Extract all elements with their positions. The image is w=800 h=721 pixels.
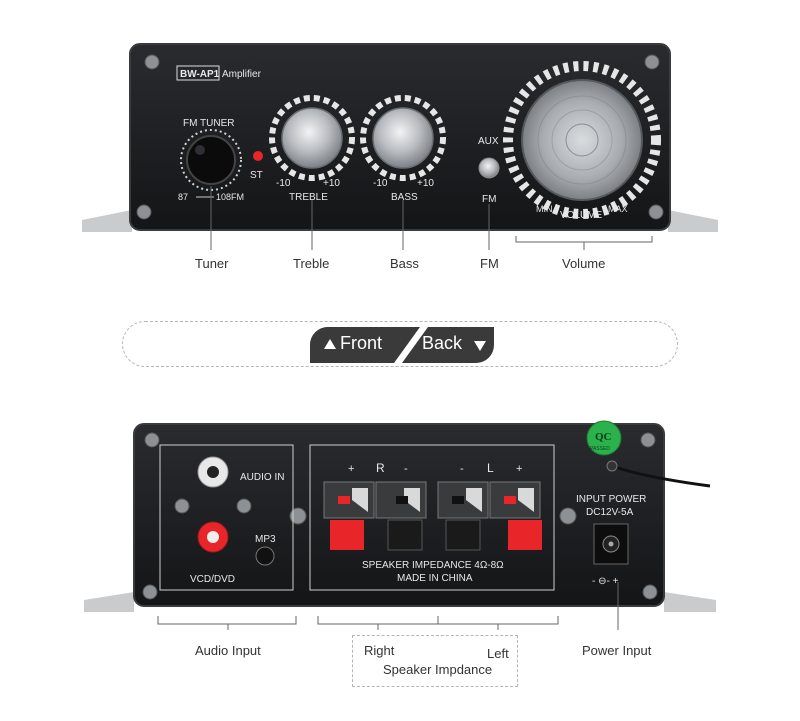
front-left-foot <box>82 210 132 232</box>
volume-tick-ring <box>503 61 661 219</box>
bass-label: BASS <box>391 192 418 203</box>
audio-input-frame <box>159 444 294 591</box>
volume-max: MAX <box>608 204 628 214</box>
aux-fm-switch[interactable] <box>478 157 500 179</box>
r-minus-clip <box>387 519 423 551</box>
r-minus-label: - <box>404 463 408 475</box>
tuner-scale-max: 108FM <box>216 192 244 202</box>
callout-volume: Volume <box>562 256 606 271</box>
front-screws <box>136 54 664 220</box>
callout-fm: FM <box>480 256 499 271</box>
bass-min: -10 <box>373 178 388 189</box>
tuner-scale-min: 87 <box>178 192 188 202</box>
tuner-knob-ring <box>180 129 242 191</box>
dc-rating-label: DC12V-5A <box>586 507 634 518</box>
mp3-jack[interactable] <box>255 546 275 566</box>
mp3-label: MP3 <box>255 534 276 545</box>
st-label: ST <box>250 170 263 181</box>
treble-label: TREBLE <box>289 192 328 203</box>
input-power-label: INPUT POWER <box>576 494 646 505</box>
toggle-front-label[interactable]: Front <box>340 333 383 353</box>
l-label: L <box>487 461 494 475</box>
volume-knob[interactable] <box>521 79 643 201</box>
callout-speaker-impedance: Speaker Impdance <box>383 662 493 677</box>
bass-knob[interactable] <box>372 107 434 169</box>
volume-min: MIN <box>536 204 553 214</box>
qc-passed-sticker <box>586 420 622 456</box>
power-cable <box>611 464 711 488</box>
speaker-impedance-text: SPEAKER IMPEDANCE 4Ω-8Ω <box>362 560 504 571</box>
treble-knob[interactable] <box>281 107 343 169</box>
back-screws <box>142 432 658 600</box>
back-left-foot <box>84 592 134 612</box>
aux-label: AUX <box>478 136 499 147</box>
speaker-terminal-frame <box>309 444 555 591</box>
back-right-foot <box>664 592 716 612</box>
treble-max: +10 <box>323 178 340 189</box>
r-plus-clip <box>330 520 364 550</box>
st-indicator-led <box>253 151 263 161</box>
l-plus-clip <box>508 520 542 550</box>
callout-tuner: Tuner <box>195 256 229 271</box>
vcd-dvd-label: VCD/DVD <box>190 574 235 585</box>
front-leader-lines <box>210 186 653 250</box>
treble-min: -10 <box>276 178 291 189</box>
toggle-outline <box>122 321 678 367</box>
back-leader-lines <box>157 582 619 630</box>
toggle-shape <box>310 327 494 363</box>
l-plus-label: + <box>516 463 522 475</box>
callout-left: Left <box>487 646 509 661</box>
speaker-terminals[interactable] <box>323 481 542 551</box>
bass-tick-ring <box>360 95 446 181</box>
model-badge-box <box>176 65 220 81</box>
polarity-symbol: - ⊖- + <box>592 576 619 587</box>
treble-tick-ring <box>269 95 355 181</box>
tuner-knob[interactable] <box>186 135 236 185</box>
back-panel-photo: AUDIO IN MP3 VCD/DVD + R - - L + SPEAKER… <box>84 420 716 630</box>
bass-max: +10 <box>417 178 434 189</box>
speaker-impedance-outline <box>352 635 518 687</box>
volume-label: VOLUME <box>560 210 603 221</box>
audio-in-label: AUDIO IN <box>240 472 284 483</box>
l-minus-clip <box>445 519 481 551</box>
callout-audio-input: Audio Input <box>195 643 261 658</box>
front-panel-photo: BW-AP1 Amplifier FM TUNER ST 87 108FM -1… <box>82 43 718 250</box>
triangle-up-icon <box>324 339 336 349</box>
callout-bass: Bass <box>390 256 419 271</box>
fm-label: FM <box>482 194 496 205</box>
qc-bottom-text: PASSED <box>590 446 610 452</box>
front-back-toggle[interactable]: Front Back <box>310 327 494 363</box>
r-plus-label: + <box>348 463 354 475</box>
callout-power-input: Power Input <box>582 643 652 658</box>
r-label: R <box>376 461 385 475</box>
callout-right: Right <box>364 643 395 658</box>
front-right-foot <box>668 210 718 232</box>
l-minus-label: - <box>460 463 464 475</box>
model-badge: BW-AP1 <box>180 69 220 80</box>
callout-treble: Treble <box>293 256 330 271</box>
triangle-down-icon <box>474 341 486 351</box>
qc-top-text: QC <box>595 431 612 443</box>
toggle-back-label[interactable]: Back <box>422 333 463 353</box>
fm-tuner-label: FM TUNER <box>183 118 234 129</box>
made-in-text: MADE IN CHINA <box>397 573 473 584</box>
model-suffix: Amplifier <box>222 69 262 80</box>
